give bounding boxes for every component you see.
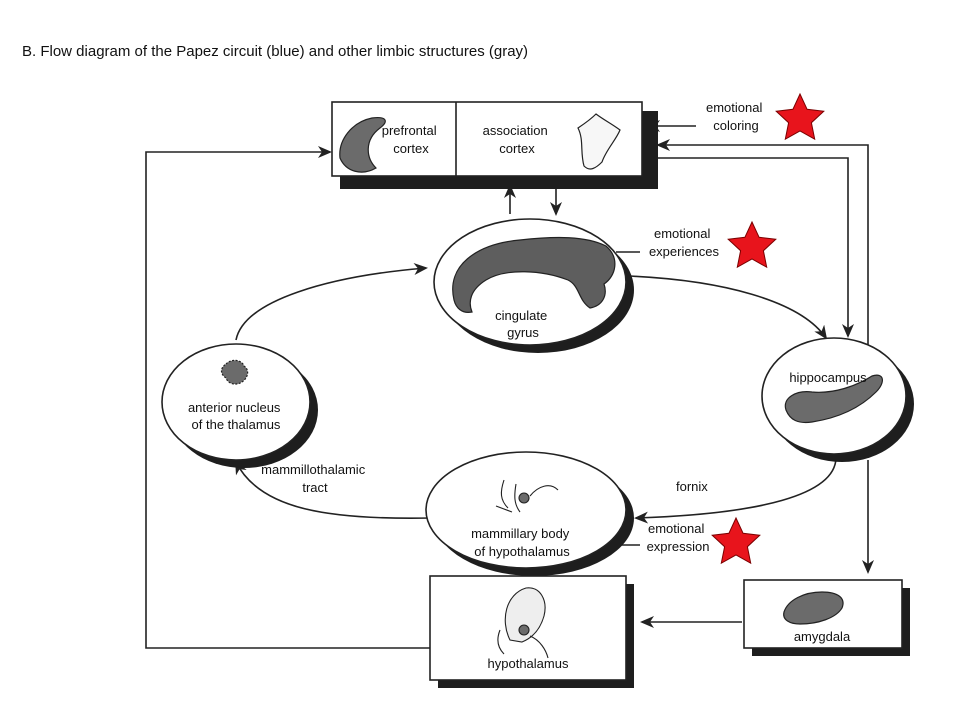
anterior-nucleus-node: anterior nucleus of the thalamus (161, 343, 318, 468)
edge-anterior-to-cingulate (235, 263, 428, 341)
mammillary-body-node: mammillary body of hypothalamus (425, 451, 634, 576)
anterior-nucleus-shape-icon (220, 359, 249, 385)
fornix-label: fornix (676, 479, 708, 494)
anterior-nucleus-label: anterior nucleus of the thalamus (188, 400, 284, 432)
connectors (145, 120, 874, 649)
edge-fornix (634, 457, 837, 524)
cortex-box: prefrontal cortex association cortex (331, 101, 658, 189)
emotional-experiences-label: emotional experiences (649, 226, 720, 259)
hypothalamus-box: hypothalamus (429, 575, 634, 688)
edge-mammillothalamic-tract (235, 460, 433, 520)
mammillothalamic-tract-label: mammillothalamic tract (261, 462, 369, 495)
amygdala-shape-icon (783, 591, 844, 625)
hypothalamus-label: hypothalamus (488, 656, 569, 671)
prefrontal-cortex-label: prefrontal cortex (382, 123, 441, 156)
edge-cortex-to-hippocampus (652, 157, 854, 338)
cingulate-shape-icon (452, 236, 616, 313)
star-marker-coloring (775, 92, 825, 141)
hippocampus-label: hippocampus (789, 370, 867, 385)
emotional-expression-label: emotional expression (647, 521, 710, 554)
edge-hypothalamus-to-prefrontal (145, 146, 430, 649)
edge-cingulate-to-hippocampus (627, 275, 828, 340)
amygdala-label: amygdala (794, 629, 851, 644)
hippocampus-shape-icon (784, 374, 883, 424)
association-cortex-label: association cortex (483, 123, 552, 156)
star-marker-experiences (727, 220, 777, 269)
cingulate-gyrus-label: cingulate gyrus (495, 308, 551, 340)
emotional-coloring-label: emotional coloring (706, 100, 766, 133)
mammillary-body-label: mammillary body of hypothalamus (471, 526, 573, 559)
cingulate-gyrus-node: cingulate gyrus (433, 218, 634, 353)
prefrontal-shape-icon (339, 117, 386, 173)
hippocampus-node: hippocampus (761, 337, 914, 462)
star-marker-expression (711, 516, 761, 565)
association-shape-icon (577, 113, 621, 170)
mammillary-shape-icon (495, 479, 559, 513)
amygdala-box: amygdala (743, 579, 910, 656)
hypothalamus-shape-icon (497, 587, 549, 659)
figure-title: B. Flow diagram of the Papez circuit (bl… (22, 43, 529, 60)
edge-hippocampus-to-cortex (656, 139, 869, 360)
